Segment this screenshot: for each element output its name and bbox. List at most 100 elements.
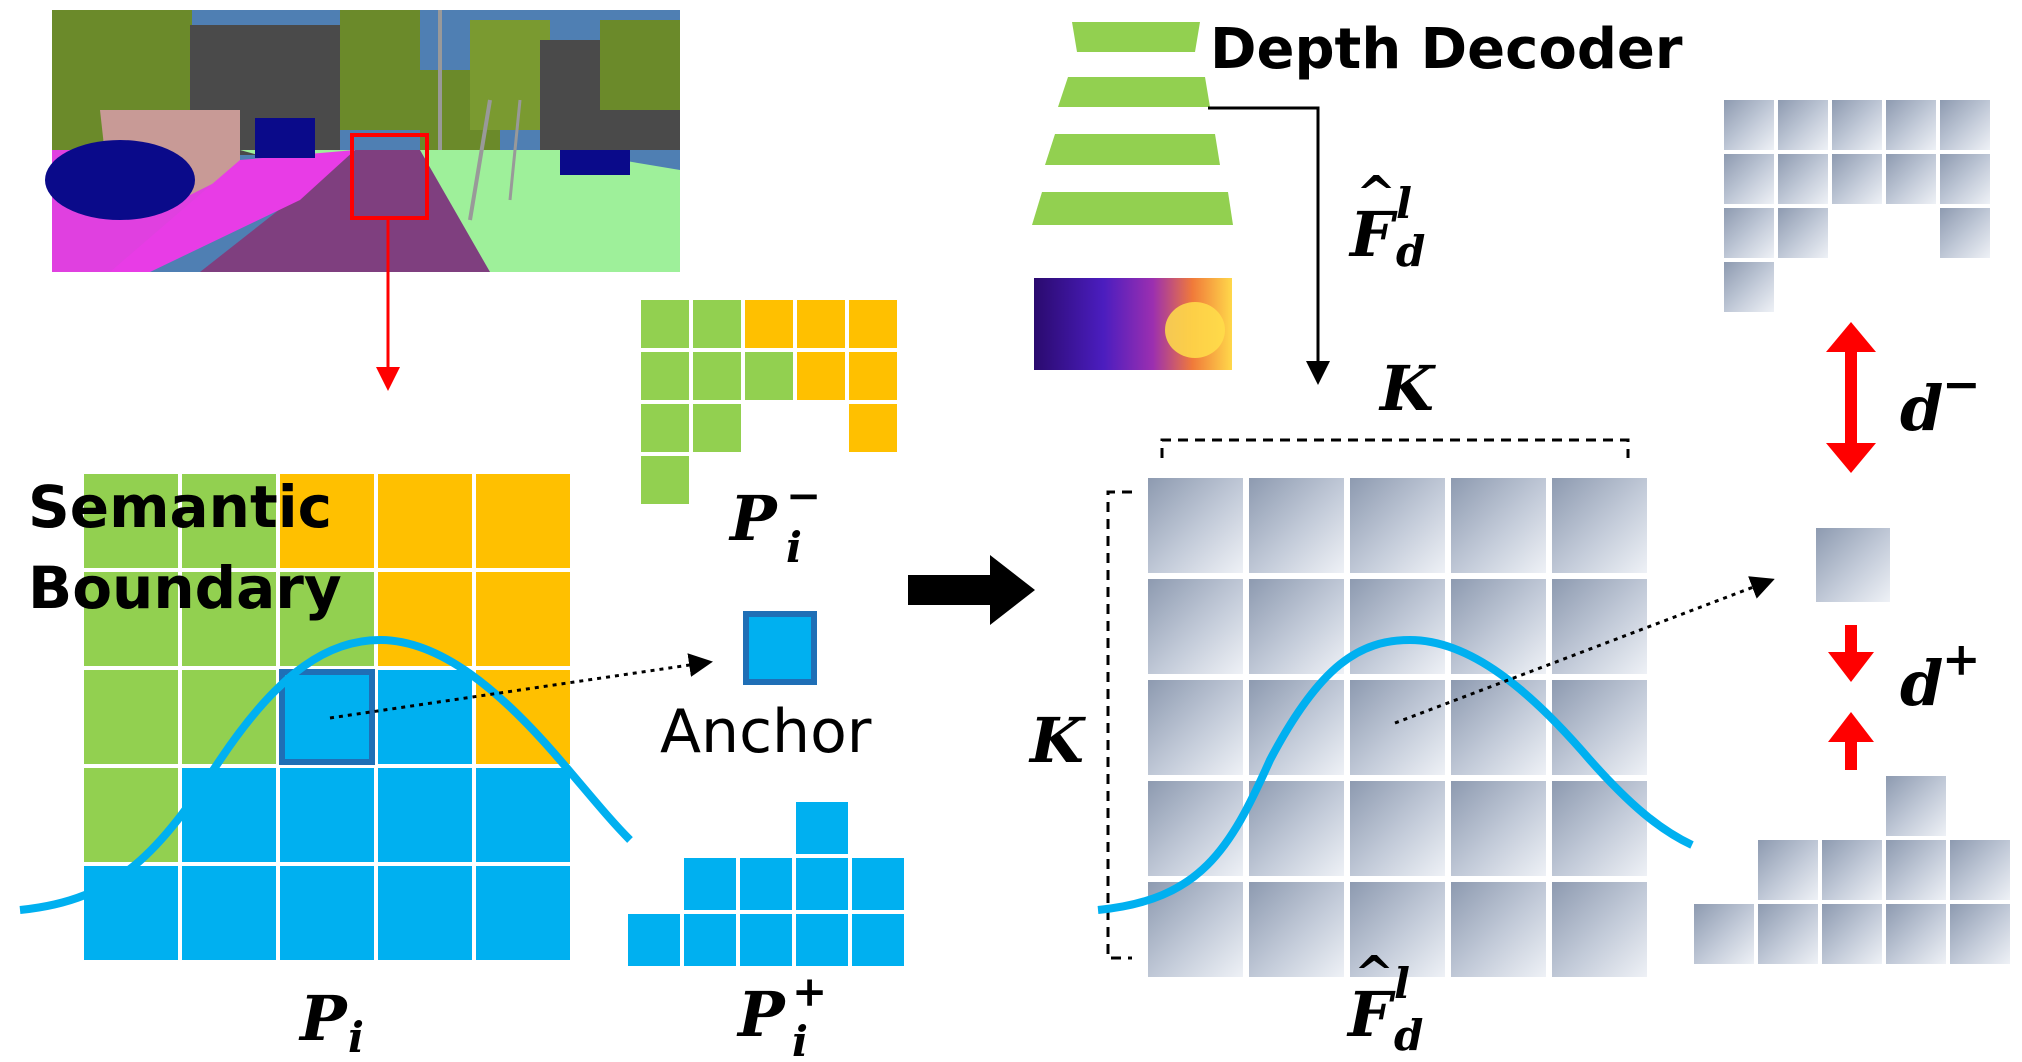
p-i-pos-sup: + bbox=[792, 967, 827, 1016]
feature-positive-cell bbox=[1822, 904, 1882, 964]
feature-cell bbox=[1249, 579, 1344, 674]
f-hat-bottom-hat: ^ bbox=[1354, 946, 1394, 1002]
feature-positive-cell bbox=[1758, 840, 1818, 900]
feature-positive-cell bbox=[1886, 776, 1946, 836]
p-i-sub: i bbox=[348, 1013, 364, 1062]
grid-cell bbox=[182, 474, 276, 568]
d-neg-sup: − bbox=[1942, 357, 1981, 411]
feature-negative-cell bbox=[1832, 154, 1882, 204]
positive-cell bbox=[852, 858, 904, 910]
feature-negative-cell bbox=[1724, 262, 1774, 312]
f-hat-top-sub: d bbox=[1396, 227, 1425, 276]
feature-cell bbox=[1148, 579, 1243, 674]
positive-cell bbox=[796, 802, 848, 854]
gaussian-curve-left bbox=[19, 635, 633, 914]
distance-pos-arrows bbox=[1828, 625, 1874, 770]
negative-cell bbox=[797, 352, 845, 400]
negative-cell bbox=[641, 404, 689, 452]
negative-cell bbox=[641, 352, 689, 400]
feature-positive-cell bbox=[1758, 904, 1818, 964]
feature-anchor-arrow bbox=[1394, 576, 1775, 725]
feature-positive-cell bbox=[1950, 904, 2010, 964]
positive-cell bbox=[628, 914, 680, 966]
p-i-neg-base: P bbox=[728, 482, 779, 555]
d-pos-sup: + bbox=[1942, 632, 1981, 686]
p-i-pos-base: P bbox=[736, 978, 787, 1051]
feature-negative-cell bbox=[1778, 100, 1828, 150]
k-bracket-top bbox=[1160, 438, 1630, 458]
grid-cell bbox=[378, 474, 472, 568]
negative-cell bbox=[849, 300, 897, 348]
feature-negative-cell bbox=[1832, 100, 1882, 150]
feature-cell bbox=[1350, 579, 1445, 674]
grid-cell bbox=[476, 866, 570, 960]
feature-cell bbox=[1350, 680, 1445, 775]
negative-cell bbox=[849, 352, 897, 400]
grid-anchor-cell bbox=[279, 669, 375, 765]
positive-cell bbox=[796, 914, 848, 966]
feature-positive-cell bbox=[1886, 904, 1946, 964]
feature-anchor-patch bbox=[1816, 528, 1890, 602]
grid-cell bbox=[378, 670, 472, 764]
p-i-neg-sup: − bbox=[786, 471, 821, 520]
p-i-base: P bbox=[298, 982, 349, 1055]
positive-patch-set bbox=[628, 802, 904, 966]
grid-cell bbox=[280, 474, 374, 568]
feature-cell bbox=[1552, 680, 1647, 775]
depth-blob bbox=[1165, 302, 1225, 358]
grid-cell bbox=[84, 572, 178, 666]
negative-cell bbox=[641, 456, 689, 504]
f-hat-top-label: F ^ l d bbox=[1348, 166, 1425, 276]
segmentation-image bbox=[45, 10, 680, 272]
negative-cell bbox=[693, 300, 741, 348]
feature-cell bbox=[1249, 478, 1344, 573]
d-neg-base: d bbox=[1900, 372, 1943, 445]
feature-positive-cell bbox=[1886, 840, 1946, 900]
main-flow-arrow bbox=[908, 555, 1035, 625]
feature-negative-cell bbox=[1724, 100, 1774, 150]
negative-cell bbox=[641, 300, 689, 348]
feature-cell bbox=[1148, 781, 1243, 876]
feature-cell bbox=[1350, 478, 1445, 573]
negative-cell bbox=[693, 404, 741, 452]
feature-cell bbox=[1148, 478, 1243, 573]
feature-negative-cell bbox=[1724, 154, 1774, 204]
feature-cell bbox=[1552, 478, 1647, 573]
p-i-label: P i bbox=[298, 982, 364, 1062]
f-hat-top-sup: l bbox=[1396, 179, 1412, 228]
p-i-neg-label: P − i bbox=[728, 471, 821, 572]
positive-cell bbox=[684, 858, 736, 910]
negative-cell bbox=[797, 300, 845, 348]
negative-cell bbox=[693, 352, 741, 400]
grid-cell bbox=[378, 768, 472, 862]
semantic-boundary-label-2: Boundary bbox=[28, 554, 342, 622]
gaussian-curve-right bbox=[1097, 635, 1694, 914]
d-pos-label: d + bbox=[1900, 632, 1981, 720]
feature-negative-cell bbox=[1778, 154, 1828, 204]
feature-negative-set bbox=[1724, 100, 1990, 312]
grid-cell bbox=[84, 670, 178, 764]
feature-negative-cell bbox=[1940, 208, 1990, 258]
distance-neg-arrow bbox=[1826, 322, 1876, 473]
d-neg-label: d − bbox=[1900, 357, 1981, 445]
p-i-pos-label: P + i bbox=[736, 967, 827, 1062]
feature-cell bbox=[1451, 882, 1546, 977]
negative-cell bbox=[745, 352, 793, 400]
f-hat-bottom-label: F ^ l d bbox=[1346, 946, 1423, 1060]
feature-positive-set bbox=[1694, 776, 2010, 964]
negative-cell bbox=[849, 404, 897, 452]
feature-cell bbox=[1350, 882, 1445, 977]
feature-cell bbox=[1451, 781, 1546, 876]
feature-cell bbox=[1249, 882, 1344, 977]
f-hat-bottom-base: F bbox=[1346, 978, 1396, 1051]
feature-cell bbox=[1451, 579, 1546, 674]
positive-cell bbox=[740, 914, 792, 966]
feature-positive-cell bbox=[1694, 904, 1754, 964]
k-top-label: K bbox=[1378, 352, 1436, 425]
feature-negative-cell bbox=[1778, 208, 1828, 258]
semantic-patch-grid bbox=[84, 474, 570, 960]
grid-cell bbox=[84, 866, 178, 960]
depth-decoder-label: Depth Decoder bbox=[1210, 17, 1683, 82]
